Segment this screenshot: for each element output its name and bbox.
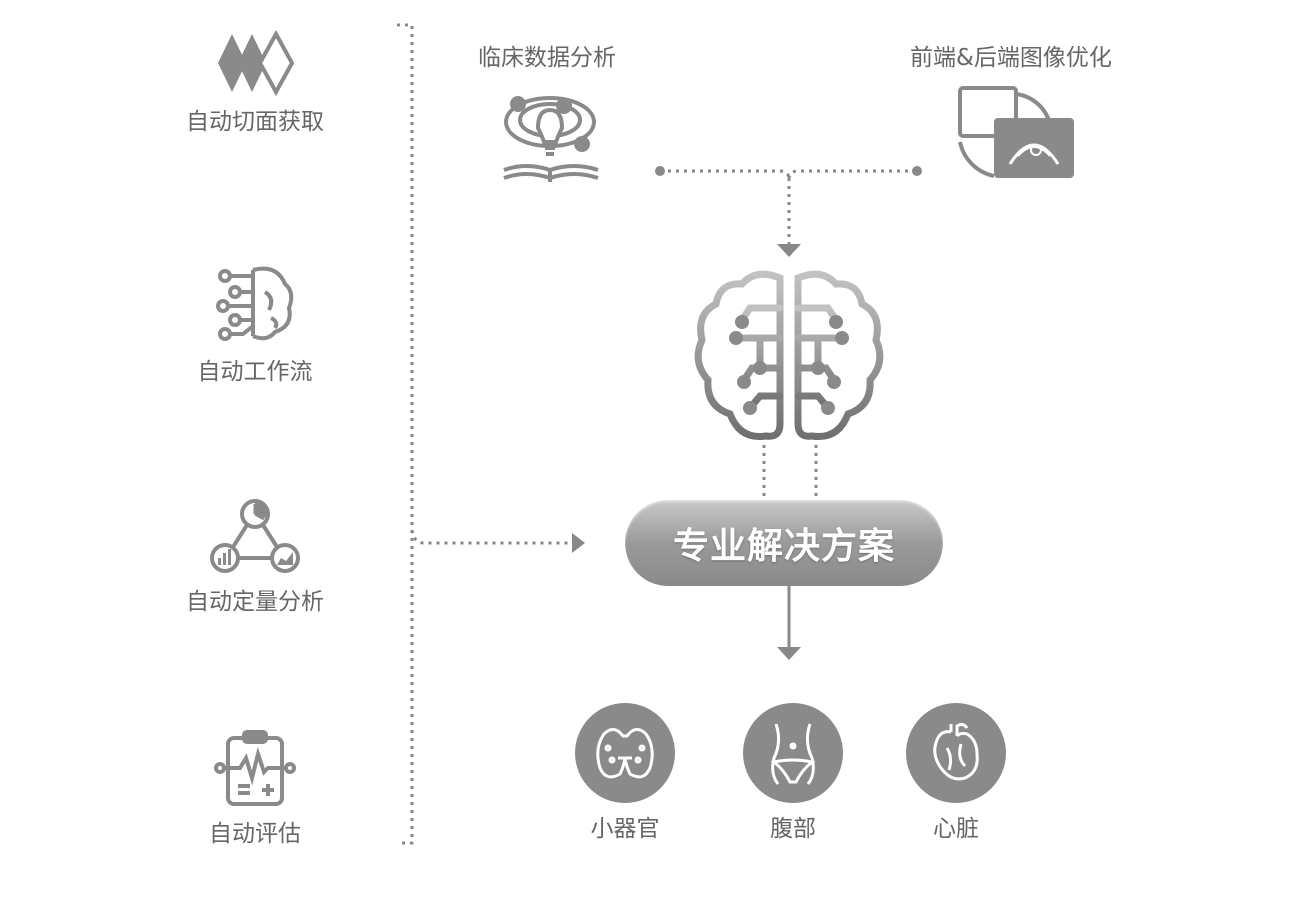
clipboard-ecg-icon — [214, 730, 296, 806]
feature-label: 自动工作流 — [197, 359, 313, 385]
heart-icon — [933, 722, 979, 781]
feature-auto-eval: 自动评估 — [155, 728, 355, 848]
solution-pill: 专业解决方案 — [625, 500, 943, 586]
ultrasound-image-icon — [958, 86, 1074, 178]
organ-circle — [906, 703, 1006, 803]
feature-label: 自动定量分析 — [186, 589, 324, 615]
feature-label: 自动评估 — [209, 821, 301, 847]
image-optimization-label: 前端&后端图像优化 — [910, 45, 1112, 71]
organ-label: 心脏 — [933, 816, 979, 842]
thyroid-icon — [596, 728, 654, 779]
feature-label: 自动切面获取 — [186, 109, 324, 135]
abdomen-icon — [770, 723, 816, 785]
organ-abdomen: 腹部 — [723, 703, 863, 843]
organ-circle — [743, 703, 843, 803]
clinical-data-label: 临床数据分析 — [478, 45, 616, 71]
feature-auto-quant: 自动定量分析 — [155, 498, 355, 616]
solution-title: 专业解决方案 — [672, 526, 895, 567]
lightbulb-book-icon — [503, 96, 599, 182]
feature-auto-workflow: 自动工作流 — [155, 262, 355, 386]
ai-brain-icon — [694, 270, 884, 441]
organ-label: 小器官 — [590, 816, 660, 842]
organ-label: 腹部 — [770, 816, 816, 842]
analytics-network-icon — [210, 499, 300, 573]
organ-circle — [575, 703, 675, 803]
organ-heart: 心脏 — [886, 703, 1026, 843]
organ-small-parts: 小器官 — [555, 703, 695, 843]
circuit-brain-icon — [216, 266, 294, 341]
feature-auto-plane: 自动切面获取 — [155, 30, 355, 136]
diamonds-icon — [218, 30, 295, 96]
